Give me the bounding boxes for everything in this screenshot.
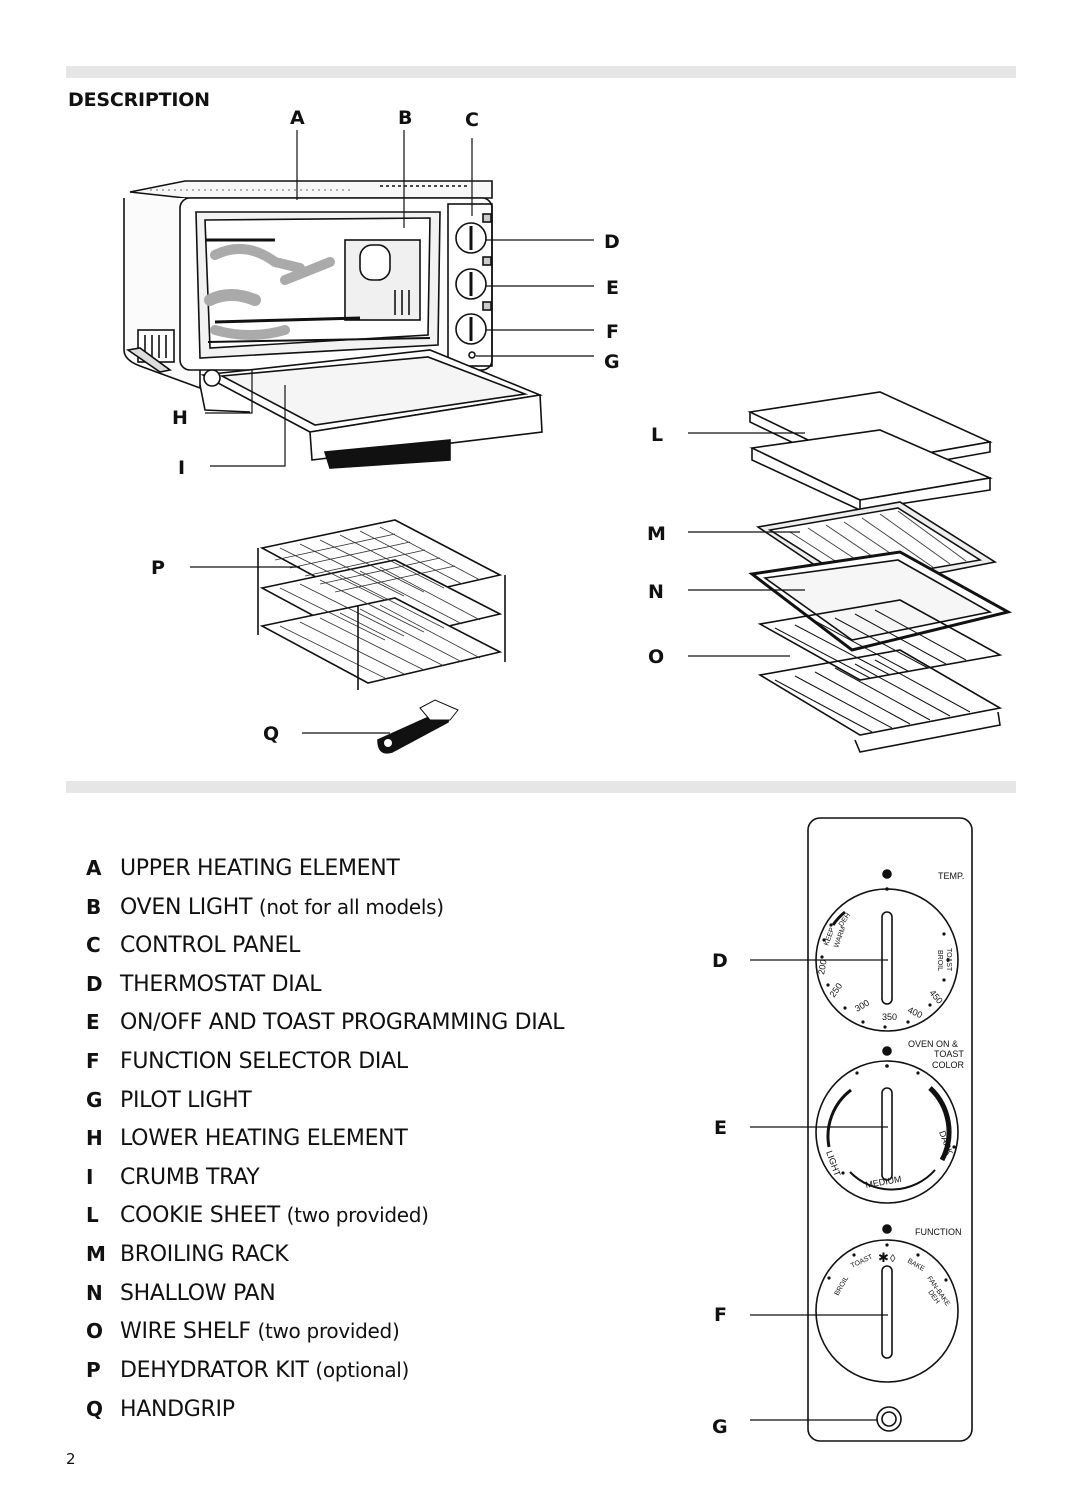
legend-key: A <box>86 856 102 880</box>
legend-label: LOWER HEATING ELEMENT <box>120 1126 408 1151</box>
temp-mark-toast: TOAST <box>945 948 952 972</box>
legend-label: CONTROL PANEL <box>120 933 301 958</box>
legend-label: FUNCTION SELECTOR DIAL <box>120 1049 408 1074</box>
legend-key: D <box>86 972 103 996</box>
legend-key: G <box>86 1088 103 1112</box>
callout-a: A <box>290 107 305 129</box>
handgrip-illustration <box>377 699 459 754</box>
defrost-icon: ✱ <box>878 1250 889 1265</box>
legend-key: H <box>86 1126 103 1150</box>
legend-label: THERMOSTAT DIAL <box>120 972 322 997</box>
section-heading: DESCRIPTION <box>68 89 210 111</box>
legend-note: (two provided) <box>257 1319 400 1343</box>
callout-f: F <box>606 321 619 343</box>
page-number: 2 <box>66 1450 76 1468</box>
dehydrator-kit-illustration <box>257 519 506 690</box>
oven-on-label-1: OVEN ON & <box>908 1039 958 1049</box>
water-drop-icon: ◊ <box>890 1253 896 1265</box>
legend-label: UPPER HEATING ELEMENT <box>120 856 400 881</box>
callout-q: Q <box>263 723 280 745</box>
legend-label: HANDGRIP <box>120 1397 235 1422</box>
callout-l: L <box>651 424 664 446</box>
callout-leader-lines <box>190 130 805 734</box>
legend-key: P <box>86 1358 101 1382</box>
panel-callout-g: G <box>712 1416 728 1438</box>
callout-h: H <box>172 407 188 429</box>
legend-label: CRUMB TRAY <box>120 1165 260 1190</box>
legend-key: B <box>86 895 102 919</box>
legend-note: (optional) <box>315 1358 410 1382</box>
legend-label: ON/OFF AND TOAST PROGRAMMING DIAL <box>120 1010 565 1035</box>
function-label: FUNCTION <box>915 1227 962 1237</box>
callout-o: O <box>648 646 665 668</box>
wire-shelf-illustration <box>757 599 1003 753</box>
callout-p: P <box>151 557 165 579</box>
temp-mark-broil: BROIL <box>936 950 943 971</box>
legend-label: OVEN LIGHT <box>120 895 253 920</box>
temp-mark-200: 200 <box>816 959 828 976</box>
temp-label: TEMP. <box>938 871 964 881</box>
legend-label: WIRE SHELF <box>120 1319 251 1344</box>
panel-callout-f: F <box>714 1304 727 1326</box>
temp-mark-350: 350 <box>882 1012 897 1022</box>
middle-divider-bar <box>66 781 1016 793</box>
legend-note: (not for all models) <box>258 895 444 919</box>
control-panel-detail <box>750 817 973 1442</box>
legend-key: M <box>86 1242 106 1266</box>
legend-key: L <box>86 1203 99 1227</box>
callout-i: I <box>178 457 186 479</box>
callout-d: D <box>604 231 620 253</box>
top-divider-bar <box>66 66 1016 78</box>
broiling-rack-illustration <box>755 501 998 591</box>
legend-key: I <box>86 1165 94 1189</box>
callout-c: C <box>465 109 479 131</box>
shallow-pan-illustration <box>748 550 1013 652</box>
legend-label: DEHYDRATOR KIT <box>120 1358 309 1383</box>
panel-callout-e: E <box>714 1117 727 1139</box>
toaster-oven-illustration <box>123 180 543 469</box>
oven-on-label-2: TOAST <box>934 1049 964 1059</box>
oven-on-label-3: COLOR <box>932 1060 965 1070</box>
legend-label: COOKIE SHEET <box>120 1203 280 1228</box>
callout-n: N <box>648 581 664 603</box>
callout-g: G <box>604 351 620 373</box>
legend-label: SHALLOW PAN <box>120 1281 276 1306</box>
callout-m: M <box>647 523 666 545</box>
legend-key: Q <box>86 1397 104 1421</box>
legend-label: PILOT LIGHT <box>120 1088 252 1113</box>
legend-note: (two provided) <box>286 1203 429 1227</box>
legend-label: BROILING RACK <box>120 1242 289 1267</box>
legend-key: F <box>86 1049 100 1073</box>
legend-key: N <box>86 1281 103 1305</box>
legend-key: C <box>86 933 101 957</box>
legend-key: O <box>86 1319 104 1343</box>
callout-e: E <box>606 277 619 299</box>
cookie-sheet-illustration <box>747 391 993 511</box>
callout-b: B <box>398 107 413 129</box>
panel-callout-d: D <box>712 950 728 972</box>
legend-key: E <box>86 1010 100 1034</box>
